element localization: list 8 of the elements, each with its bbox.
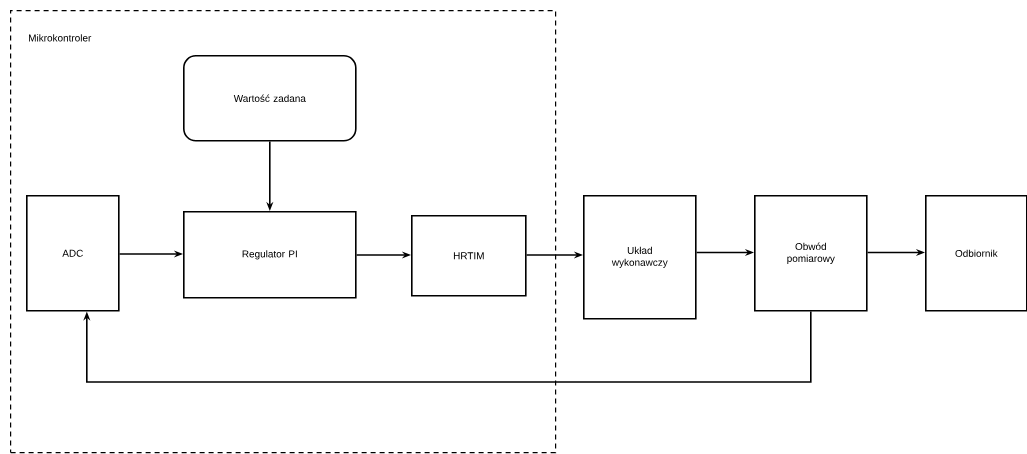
process-box: Układ wykonawczy <box>583 195 697 320</box>
process-box: Obwód pomiarowy <box>754 195 868 312</box>
process-box: ADC <box>26 195 120 312</box>
arrow <box>83 310 812 383</box>
rounded-box: Wartość zadana <box>183 55 357 142</box>
process-box: HRTIM <box>411 215 527 297</box>
process-box: Odbiornik <box>925 195 1027 312</box>
process-box: Regulator PI <box>183 211 357 299</box>
